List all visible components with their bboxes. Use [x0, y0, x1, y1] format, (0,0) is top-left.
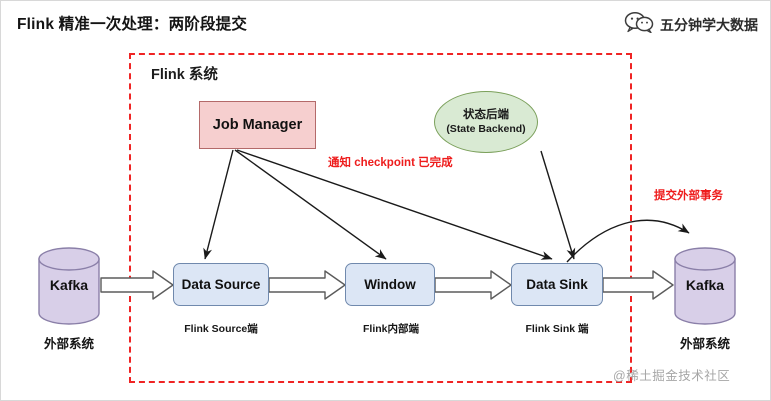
caption-flink-sink: Flink Sink 端 [525, 323, 589, 335]
caption-external-system-left: 外部系统 [43, 337, 94, 351]
node-kafka-left[interactable]: Kafka [37, 247, 101, 325]
flink-system-label: Flink 系统 [151, 67, 218, 83]
node-state-backend[interactable]: 状态后端 (State Backend) [434, 91, 538, 153]
page-title: Flink 精准一次处理：两阶段提交 [17, 16, 248, 33]
brand-badge: 五分钟学大数据 [624, 11, 758, 38]
node-window[interactable]: Window [345, 263, 435, 306]
flink-system-boundary [129, 53, 632, 383]
annotation-checkpoint-done: 通知 checkpoint 已完成 [328, 157, 453, 169]
state-backend-label-cn: 状态后端 [463, 109, 509, 122]
node-job-manager[interactable]: Job Manager [199, 101, 316, 149]
caption-flink-source: Flink Source端 [184, 323, 258, 335]
node-data-sink[interactable]: Data Sink [511, 263, 603, 306]
state-backend-label-en: (State Backend) [446, 122, 526, 135]
annotation-commit-external: 提交外部事务 [654, 190, 723, 202]
caption-flink-internal: Flink内部端 [362, 323, 419, 335]
node-data-source[interactable]: Data Source [173, 263, 269, 306]
brand-name: 五分钟学大数据 [660, 16, 758, 33]
watermark: @稀土掘金技术社区 [613, 369, 731, 383]
wechat-icon [624, 11, 654, 38]
node-kafka-right[interactable]: Kafka [673, 247, 737, 325]
caption-external-system-right: 外部系统 [679, 337, 730, 351]
